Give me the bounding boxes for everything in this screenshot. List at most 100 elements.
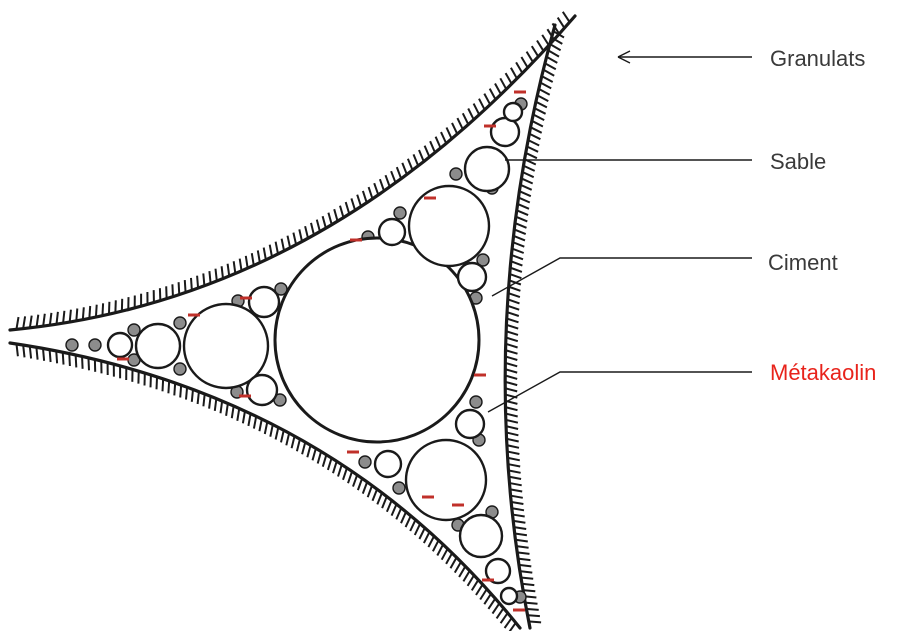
hatch-tick bbox=[384, 174, 391, 187]
hatch-tick bbox=[401, 162, 408, 174]
cement-particle bbox=[393, 206, 407, 220]
hatch-tick bbox=[503, 618, 513, 629]
hatch-tick bbox=[483, 594, 492, 605]
hatch-tick bbox=[208, 397, 212, 409]
pointer-lines bbox=[487, 50, 752, 413]
hatch-tick bbox=[306, 445, 312, 458]
hatch-tick bbox=[510, 267, 523, 273]
sand-grain bbox=[456, 261, 488, 293]
hatch-tick bbox=[495, 608, 504, 619]
cement-particle bbox=[469, 395, 483, 409]
metakaolin-particle bbox=[188, 313, 200, 317]
hatch-tick bbox=[537, 94, 549, 102]
hatch-tick bbox=[512, 254, 524, 261]
metakaolin-particle bbox=[239, 394, 251, 398]
cement-particle bbox=[127, 323, 141, 337]
hatch-tick bbox=[483, 93, 491, 105]
metakaolin-particle bbox=[422, 495, 434, 499]
hatch-tick bbox=[214, 268, 218, 281]
hatch-tick bbox=[301, 442, 306, 455]
hatch-tick bbox=[42, 313, 46, 326]
hatch-tick bbox=[238, 258, 243, 271]
hatch-tick bbox=[529, 620, 542, 624]
hatch-tick bbox=[378, 178, 385, 191]
hatch-tick bbox=[534, 107, 547, 115]
sand-grain bbox=[404, 438, 488, 522]
hatch-tick bbox=[462, 571, 471, 582]
hatch-tick bbox=[445, 127, 453, 139]
hatch-tick bbox=[506, 419, 519, 424]
cement-particle bbox=[358, 455, 372, 469]
hatch-tick bbox=[183, 280, 187, 292]
cement-particle bbox=[449, 167, 463, 181]
hatch-tick bbox=[515, 61, 523, 73]
hatch-tick bbox=[511, 260, 523, 267]
hatch-tick bbox=[506, 336, 519, 343]
hatch-tick bbox=[332, 462, 338, 474]
hatch-tick bbox=[491, 603, 500, 615]
metakaolin-particle bbox=[514, 90, 526, 94]
hatch-tick bbox=[514, 526, 527, 530]
hatch-tick bbox=[196, 275, 199, 288]
hatch-tick bbox=[367, 186, 374, 199]
hatch-tick bbox=[48, 350, 52, 363]
sand-grain bbox=[502, 101, 524, 123]
metakaolin-particle bbox=[424, 196, 436, 200]
hatch-tick bbox=[508, 298, 520, 305]
hatch-tick bbox=[539, 88, 551, 96]
hatch-tick bbox=[523, 165, 536, 172]
hatch-tick bbox=[526, 601, 538, 605]
hatch-tick bbox=[504, 72, 513, 84]
hatch-tick bbox=[55, 351, 59, 364]
hatch-tick bbox=[395, 508, 402, 520]
hatch-tick bbox=[220, 266, 224, 278]
hatch-tick bbox=[232, 261, 237, 273]
metakaolin-particle bbox=[482, 578, 494, 582]
metakaolin-particles bbox=[117, 90, 526, 612]
cement-particle bbox=[65, 338, 79, 352]
hatch-tick bbox=[280, 431, 285, 443]
label-sable: Sable bbox=[770, 149, 827, 174]
hatch-tick bbox=[508, 292, 521, 299]
sand-grain bbox=[458, 513, 504, 559]
hatch-tick bbox=[366, 486, 373, 498]
hatch-tick bbox=[432, 540, 439, 552]
hatch-tick bbox=[390, 504, 398, 516]
hatch-tick bbox=[525, 51, 534, 62]
cement-particle bbox=[392, 481, 406, 495]
hatch-tick bbox=[508, 623, 517, 631]
hatch-tick bbox=[81, 307, 85, 319]
hatch-tick bbox=[512, 507, 525, 512]
hatch-tick bbox=[520, 570, 533, 574]
hatch-tick bbox=[512, 247, 525, 254]
hatch-tick bbox=[347, 472, 353, 484]
hatch-tick bbox=[518, 557, 531, 562]
hatch-tick bbox=[225, 404, 229, 416]
metakaolin-particle bbox=[117, 357, 129, 361]
hatch-tick bbox=[22, 316, 27, 328]
metakaolin-particle bbox=[474, 373, 486, 377]
hatch-tick bbox=[513, 513, 525, 518]
hatch-tick bbox=[258, 419, 263, 432]
hatch-tick bbox=[507, 431, 519, 437]
hatch-tick bbox=[22, 345, 26, 358]
hatch-tick bbox=[499, 77, 507, 89]
hatch-tick bbox=[321, 215, 327, 228]
hatch-tick bbox=[487, 598, 496, 610]
hatch-tick bbox=[381, 497, 388, 509]
hatch-tick bbox=[522, 582, 535, 587]
hatch-tick bbox=[505, 387, 518, 393]
hatch-tick bbox=[506, 412, 518, 418]
hatch-tick bbox=[350, 198, 356, 210]
hatch-tick bbox=[427, 536, 435, 548]
hatch-tick bbox=[75, 308, 79, 320]
hatch-tick bbox=[519, 190, 532, 198]
hatch-tick bbox=[531, 126, 543, 134]
hatch-tick bbox=[440, 549, 448, 561]
hatch-tick bbox=[514, 520, 526, 524]
hatch-tick bbox=[423, 145, 431, 157]
hatch-tick bbox=[514, 235, 526, 242]
hatch-tick bbox=[451, 122, 458, 134]
hatch-tick bbox=[506, 406, 518, 412]
hatch-tick bbox=[185, 388, 188, 400]
